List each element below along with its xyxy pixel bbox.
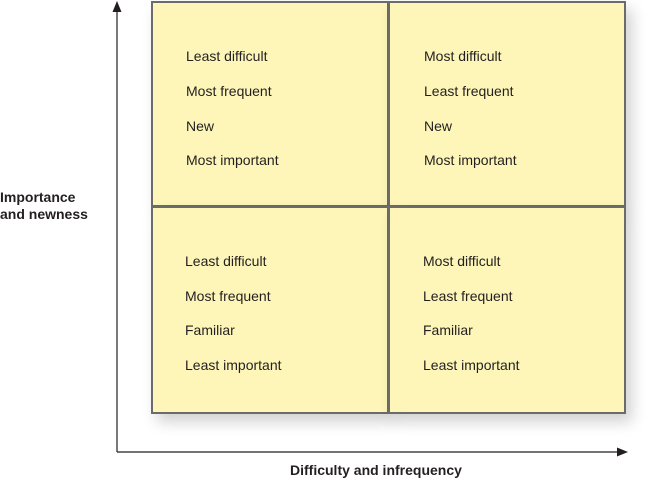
quadrant-line: New xyxy=(186,118,215,134)
quadrant-line: Least difficult xyxy=(186,48,268,64)
quadrant-line: Least difficult xyxy=(185,253,267,269)
quadrant-line: New xyxy=(424,118,453,134)
y-axis-label: Importance and newness xyxy=(0,189,112,223)
y-axis-label-line2: and newness xyxy=(0,206,88,222)
quadrant-line: Familiar xyxy=(423,322,473,338)
quadrant-line: Most important xyxy=(424,152,517,168)
y-axis-arrowhead xyxy=(112,1,122,12)
quadrant-line: Most important xyxy=(186,152,279,168)
x-axis-arrowhead xyxy=(617,447,628,457)
quadrant-bottom-right: Most difficult Least frequent Familiar L… xyxy=(388,206,626,414)
quadrant-line: Least frequent xyxy=(424,83,514,99)
quadrant-line: Most frequent xyxy=(186,83,272,99)
quadrant-line: Most difficult xyxy=(423,253,501,269)
quadrant-line: Least important xyxy=(185,357,282,373)
x-axis-label: Difficulty and infrequency xyxy=(290,462,462,478)
quadrant-line: Most difficult xyxy=(424,48,502,64)
quadrant-line: Familiar xyxy=(185,322,235,338)
quadrant-line: Most frequent xyxy=(185,288,271,304)
quadrant-bottom-left: Least difficult Most frequent Familiar L… xyxy=(151,206,389,414)
quadrant-line: Least important xyxy=(423,357,520,373)
y-axis-label-line1: Importance xyxy=(0,189,76,205)
quadrant-line: Least frequent xyxy=(423,288,513,304)
quadrant-top-right: Most difficult Least frequent New Most i… xyxy=(388,1,626,207)
quadrant-top-left: Least difficult Most frequent New Most i… xyxy=(151,1,389,207)
